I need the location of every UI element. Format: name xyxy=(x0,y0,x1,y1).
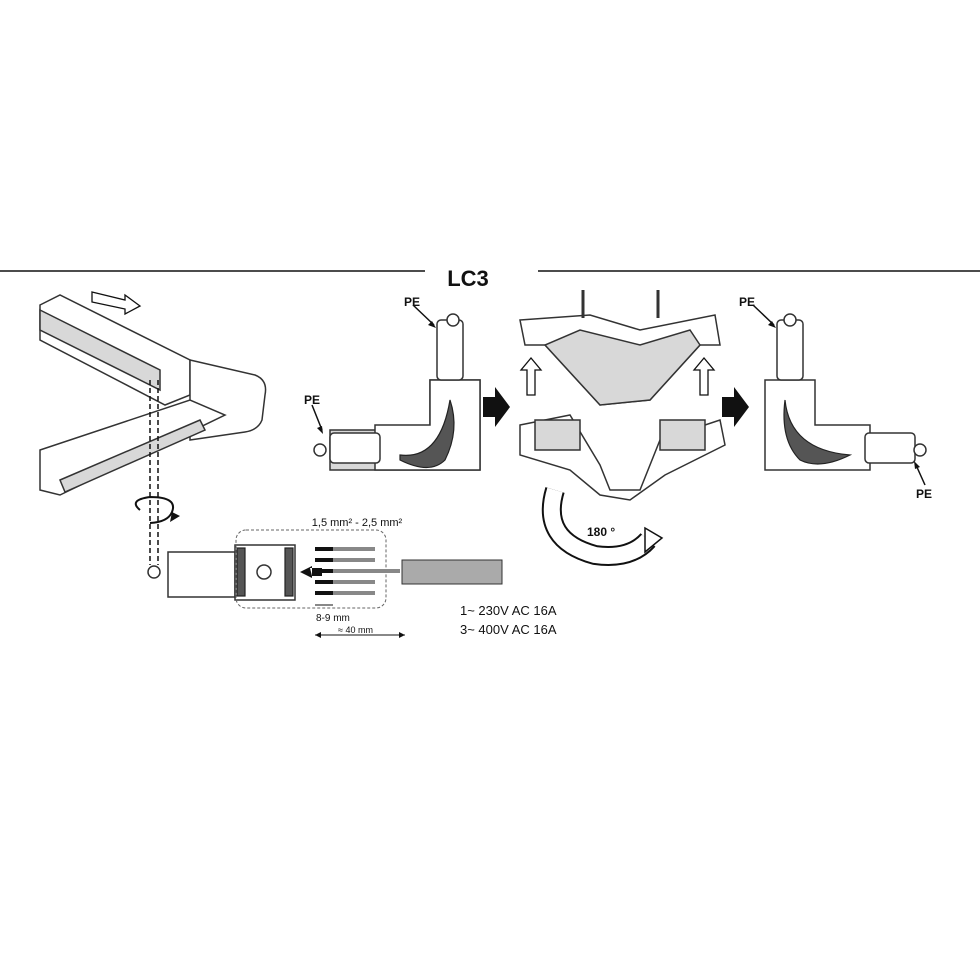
rating-400v: 3~ 400V AC 16A xyxy=(460,622,557,637)
lift-arrow-icon xyxy=(519,356,543,396)
l-connector-step2 xyxy=(311,304,481,471)
pe-label-1: PE xyxy=(404,295,420,309)
next-step-arrow-2 xyxy=(722,387,749,427)
pe-label-3: PE xyxy=(739,295,755,309)
rotate-arrow-icon xyxy=(134,495,174,524)
l-connector-step4 xyxy=(752,304,927,486)
exploded-cover-view xyxy=(519,290,726,566)
wiring-detail xyxy=(147,529,503,638)
diagram-title: LC3 xyxy=(447,266,489,291)
pe-label-2: PE xyxy=(304,393,320,407)
lift-arrow-icon xyxy=(692,356,716,396)
pe-label-4: PE xyxy=(916,487,932,501)
track-assembly xyxy=(39,291,267,565)
rotate-180-arrow-icon xyxy=(644,526,664,554)
wire-gauge-label: 1,5 mm² - 2,5 mm² xyxy=(312,517,403,529)
screw-icon xyxy=(147,565,161,579)
strip-length-label: 8-9 mm xyxy=(316,613,350,624)
sheath-length-label: ≈ 40 mm xyxy=(338,625,373,635)
slide-arrow-icon xyxy=(91,291,142,316)
next-step-arrow-1 xyxy=(483,387,510,427)
rotation-label: 180 ° xyxy=(587,525,615,539)
rating-230v: 1~ 230V AC 16A xyxy=(460,603,557,618)
